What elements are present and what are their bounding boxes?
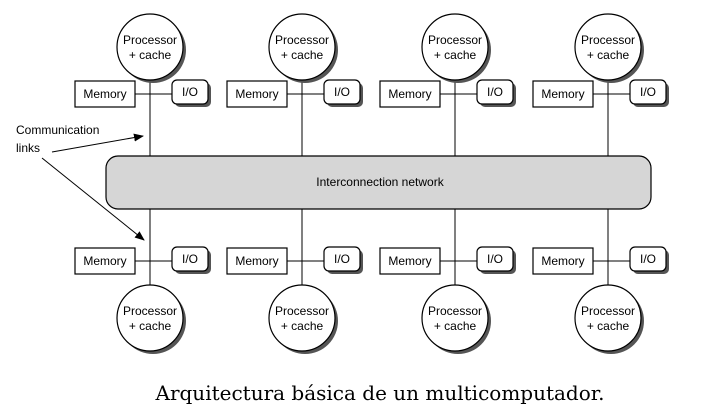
cache-label: + cache: [434, 48, 477, 62]
node-bottom-3: Memory I/O Processor+ cache: [379, 209, 516, 354]
communication-link-arrow-upper: [51, 133, 144, 153]
processor-label: Processor: [123, 33, 177, 47]
processor-circle: [421, 13, 489, 81]
cache-label: + cache: [129, 319, 172, 333]
processor-label: Processor: [275, 304, 329, 318]
io-label: I/O: [334, 252, 350, 266]
node-top-4: Memory I/O Processor+ cache: [532, 13, 669, 156]
memory-box: [379, 247, 441, 275]
communication-link-arrow-lower: [41, 157, 145, 241]
memory-label: Memory: [83, 254, 126, 268]
processor-label: Processor: [428, 33, 482, 47]
interconnection-network: [105, 155, 652, 210]
processor-label: Processor: [428, 304, 482, 318]
processor-circle: [574, 13, 642, 81]
memory-box: [74, 80, 136, 108]
io-label: I/O: [182, 252, 198, 266]
io-label: I/O: [640, 252, 656, 266]
node-top-1: Memory I/O Processor+ cache: [74, 13, 211, 156]
node-bottom-2: Memory I/O Processor+ cache: [226, 209, 363, 354]
memory-box: [379, 80, 441, 108]
processor-circle: [268, 284, 336, 352]
io-box: [171, 79, 209, 105]
io-box: [323, 79, 361, 105]
io-box: [629, 79, 667, 105]
processor-label: Processor: [581, 33, 635, 47]
memory-box: [74, 247, 136, 275]
io-label: I/O: [334, 85, 350, 99]
memory-label: Memory: [388, 254, 431, 268]
node-bottom-4: Memory I/O Processor+ cache: [532, 209, 669, 354]
io-box: [629, 246, 667, 272]
processor-circle: [268, 13, 336, 81]
cache-label: + cache: [587, 48, 630, 62]
memory-box: [532, 247, 594, 275]
memory-label: Memory: [388, 87, 431, 101]
processor-circle: [421, 284, 489, 352]
io-label: I/O: [487, 252, 503, 266]
processor-label: Processor: [275, 33, 329, 47]
processor-label: Processor: [123, 304, 177, 318]
io-box: [476, 79, 514, 105]
figure-caption: Arquitectura básica de un multicomputado…: [155, 381, 605, 405]
memory-label: Memory: [541, 254, 584, 268]
io-box: [476, 246, 514, 272]
memory-box: [226, 80, 288, 108]
memory-label: Memory: [235, 87, 278, 101]
memory-box: [532, 80, 594, 108]
network-label: Interconnection network: [316, 175, 444, 189]
processor-label: Processor: [581, 304, 635, 318]
memory-label: Memory: [235, 254, 278, 268]
cache-label: + cache: [587, 319, 630, 333]
processor-circle: [116, 13, 184, 81]
processor-circle: [574, 284, 642, 352]
memory-label: Memory: [541, 87, 584, 101]
communication-links-label-2: links: [16, 141, 40, 155]
io-label: I/O: [640, 85, 656, 99]
io-label: I/O: [487, 85, 503, 99]
memory-box: [226, 247, 288, 275]
cache-label: + cache: [129, 48, 172, 62]
cache-label: + cache: [281, 319, 324, 333]
node-bottom-1: Memory I/O Processor+ cache: [74, 209, 211, 354]
node-top-2: Memory I/O Processor+ cache: [226, 13, 363, 156]
memory-label: Memory: [83, 87, 126, 101]
cache-label: + cache: [281, 48, 324, 62]
io-box: [323, 246, 361, 272]
communication-links-label: Communication: [16, 123, 99, 137]
cache-label: + cache: [434, 319, 477, 333]
io-box: [171, 246, 209, 272]
node-top-3: Memory I/O Processor+ cache: [379, 13, 516, 156]
processor-circle: [116, 284, 184, 352]
io-label: I/O: [182, 85, 198, 99]
